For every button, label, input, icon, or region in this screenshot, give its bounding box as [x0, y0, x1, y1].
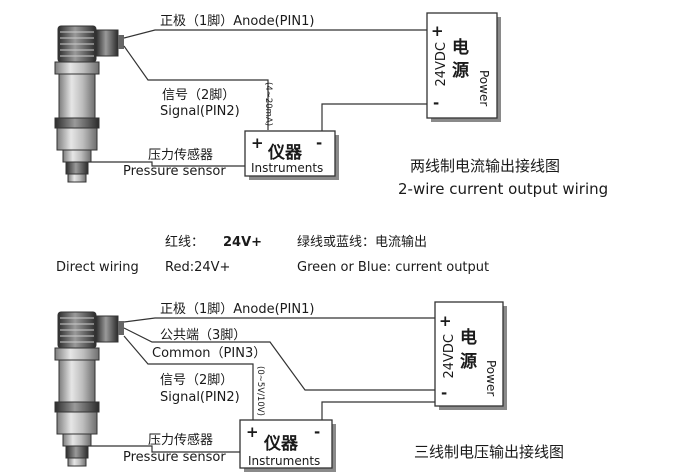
power-label-en: Power: [484, 360, 498, 396]
two-wire-title-cn: 两线制电流输出接线图: [410, 157, 560, 175]
power-plus: +: [431, 22, 444, 40]
instrument-label-en: Instruments: [251, 161, 323, 175]
two-wire-section: 正极（1脚）Anode(PIN1) 信号（2脚） Signal(PIN2) (4…: [54, 12, 608, 198]
instrument-plus: +: [246, 423, 259, 441]
signal-label-en: Signal(PIN2): [160, 104, 240, 119]
red-wire-label-en: Red:24V+: [165, 260, 230, 275]
signal-label-en: Signal(PIN2): [160, 390, 240, 405]
power-label-en: Power: [477, 70, 491, 106]
instrument-label-cn: 仪器: [267, 143, 303, 163]
instrument-label-cn: 仪器: [263, 434, 299, 454]
power-plus: +: [439, 312, 452, 330]
power-supply-box: + 24VDC - 电 源 Power: [426, 12, 501, 122]
red-wire-value: 24V+: [223, 235, 262, 250]
green-wire-label-en: Green or Blue: current output: [297, 260, 489, 275]
instrument-box: + - 仪器 Instruments: [244, 130, 339, 180]
instrument-plus: +: [251, 134, 264, 152]
sensor-label-cn: 压力传感器: [148, 432, 213, 448]
three-wire-title-cn: 三线制电压输出接线图: [414, 443, 564, 461]
sensor-label-en: Pressure sensor: [123, 164, 226, 179]
current-range-label: (4~20mA): [263, 82, 273, 126]
power-voltage: 24VDC: [434, 42, 449, 87]
direct-wiring-label: Direct wiring: [56, 260, 139, 275]
red-wire-label-cn: 红线：: [165, 234, 204, 250]
power-label-cn-2: 源: [460, 351, 477, 372]
voltage-range-label: (0~5V/10V): [255, 366, 265, 416]
power-voltage: 24VDC: [442, 334, 457, 379]
power-minus: -: [433, 94, 439, 112]
power-minus: -: [441, 384, 447, 402]
sensor-label-cn: 压力传感器: [148, 147, 213, 163]
power-label-cn-1: 电: [460, 327, 477, 348]
power-label-cn-1: 电: [452, 37, 469, 58]
signal-label-cn: 信号（2脚）: [160, 372, 233, 388]
instrument-box: + - 仪器 Instruments: [239, 419, 336, 472]
instrument-minus: -: [314, 423, 320, 441]
anode-label: 正极（1脚）Anode(PIN1): [160, 301, 314, 317]
common-label-cn: 公共端（3脚）: [160, 327, 246, 343]
sensor-label-en: Pressure sensor: [123, 450, 226, 465]
pressure-sensor-icon: [54, 25, 124, 183]
power-supply-box: + 24VDC - 电 源 Power: [434, 301, 507, 410]
signal-label-cn: 信号（2脚）: [162, 87, 235, 103]
two-wire-title-en: 2-wire current output wiring: [398, 180, 608, 198]
green-wire-label-cn: 绿线或蓝线：电流输出: [297, 234, 427, 250]
instrument-label-en: Instruments: [248, 454, 320, 468]
pressure-sensor-icon: [54, 311, 124, 467]
power-label-cn-2: 源: [452, 60, 469, 81]
direct-wiring-section: 红线： 24V+ 绿线或蓝线：电流输出 Direct wiring Red:24…: [56, 234, 489, 275]
instrument-minus: -: [316, 134, 322, 152]
three-wire-section: 正极（1脚）Anode(PIN1) 公共端（3脚） Common（PIN3） 信…: [54, 301, 564, 472]
common-label-en: Common（PIN3）: [152, 346, 266, 361]
anode-label: 正极（1脚）Anode(PIN1): [160, 13, 314, 29]
